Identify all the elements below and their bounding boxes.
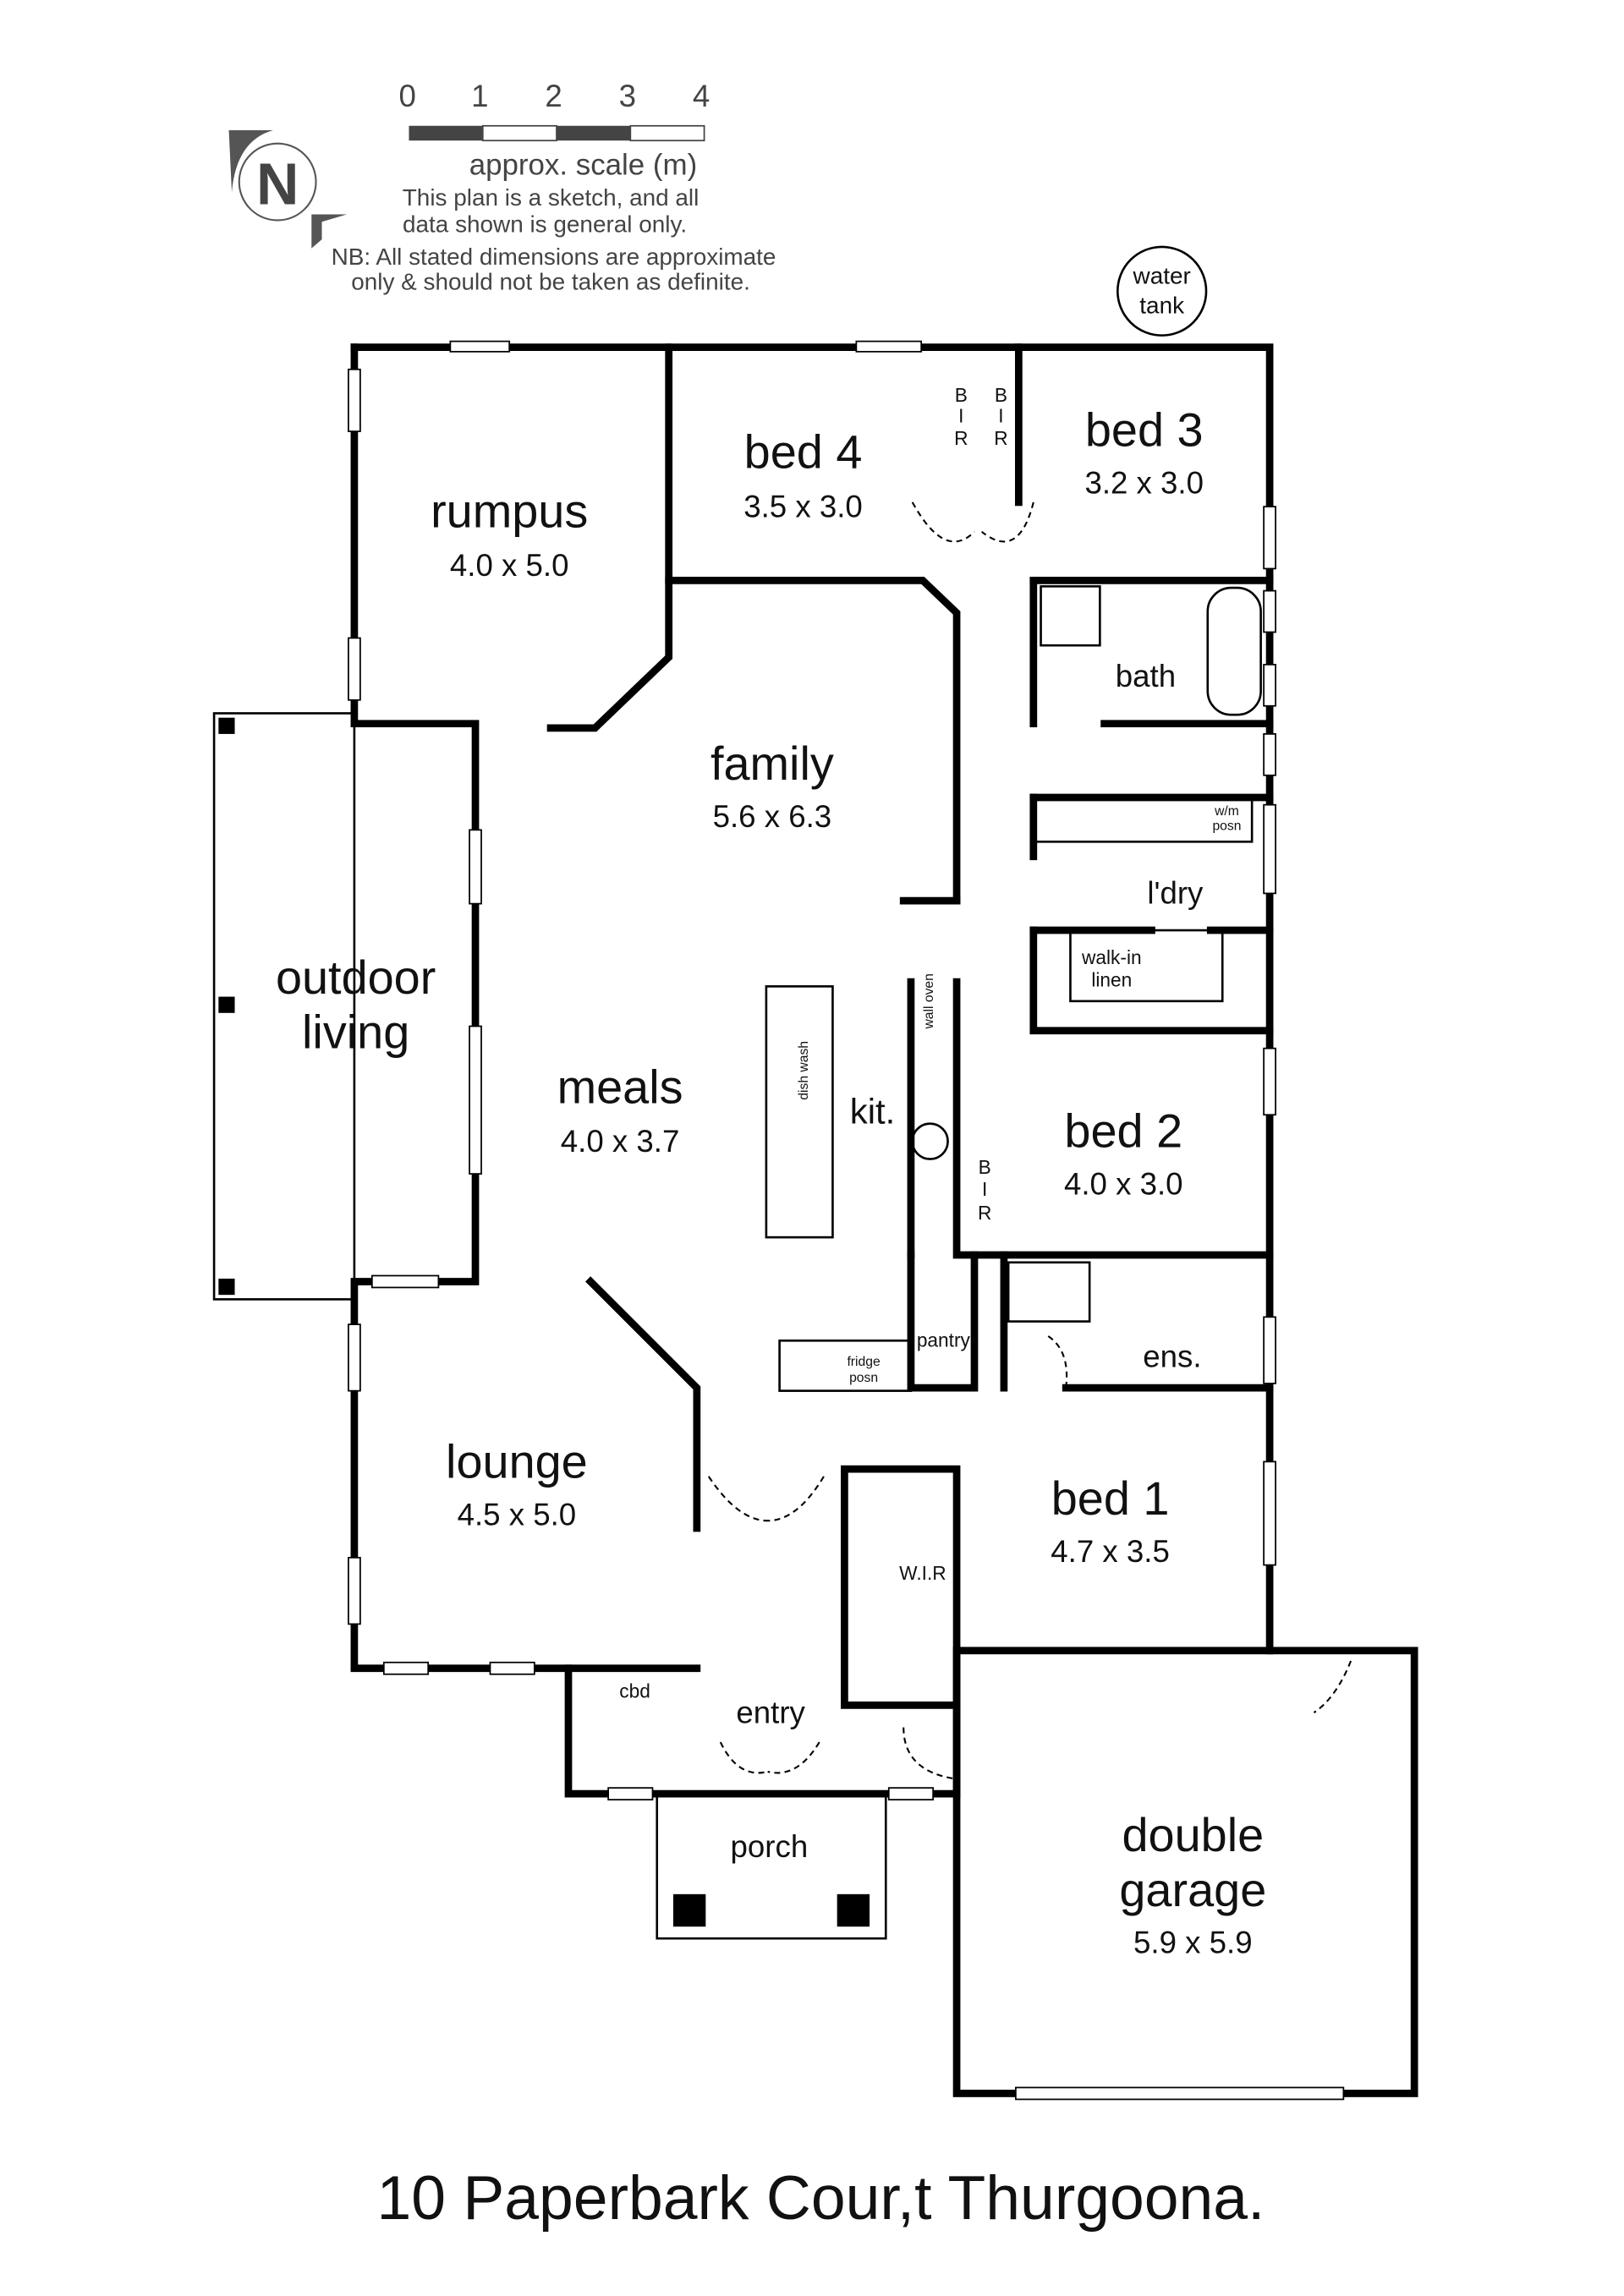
svg-text:B: B: [979, 1156, 991, 1178]
room-name-bed1: bed 1: [1051, 1471, 1170, 1525]
room-name-outdoor: outdoor: [276, 951, 436, 1004]
wm-label: w/m: [1214, 804, 1239, 819]
scale-tick: 0: [399, 79, 416, 113]
room-name-bath: bath: [1116, 659, 1176, 693]
compass-icon: N: [228, 130, 348, 249]
room-name-porch: porch: [731, 1829, 809, 1864]
cbd-label: cbd: [619, 1680, 650, 1702]
scale-label: approx. scale (m): [469, 148, 698, 181]
water-tank-label: water: [1133, 263, 1191, 289]
room-name-bed2: bed 2: [1064, 1104, 1182, 1158]
room-name-laundry: l'dry: [1147, 876, 1204, 911]
disclaimer: This plan is a sketch, and all: [403, 184, 700, 211]
property-address-title: 10 Paperbark Cour,t Thurgoona.: [377, 2163, 1265, 2233]
room-name-garage: garage: [1119, 1863, 1266, 1916]
room-dim-lounge: 4.5 x 5.0: [458, 1497, 577, 1532]
wir-label: W.I.R: [899, 1562, 946, 1584]
scale-tick: 2: [545, 79, 562, 113]
room-dim-bed2: 4.0 x 3.0: [1064, 1166, 1183, 1201]
room-name-ensuite: ens.: [1143, 1340, 1201, 1374]
room-name-kitchen: kit.: [850, 1092, 896, 1132]
disclaimer: data shown is general only.: [403, 211, 687, 237]
linen-label: linen: [1091, 968, 1132, 990]
dishwash-label: dish wash: [797, 1041, 811, 1100]
wm-label: posn: [1212, 819, 1241, 833]
bir-labels: BIR BIR BIR: [954, 384, 1008, 1224]
room-dim-family: 5.6 x 6.3: [713, 799, 832, 834]
room-name-bed3: bed 3: [1085, 403, 1204, 457]
svg-text:R: R: [978, 1202, 991, 1224]
fridge-label: posn: [849, 1371, 878, 1385]
svg-text:I: I: [958, 405, 963, 427]
room-name-lounge: lounge: [446, 1435, 588, 1488]
svg-text:I: I: [998, 405, 1003, 427]
room-name-bed4: bed 4: [744, 425, 863, 479]
room-name-entry: entry: [736, 1695, 805, 1729]
room-dim-bed3: 3.2 x 3.0: [1084, 465, 1204, 500]
wall-oven-label: wall oven: [922, 973, 936, 1029]
room-name-garage: double: [1122, 1808, 1264, 1861]
svg-text:B: B: [955, 384, 968, 406]
room-name-rumpus: rumpus: [431, 485, 588, 538]
scale-bar: 0 1 2 3 4 approx. scale (m): [399, 79, 710, 181]
room-name-meals: meals: [557, 1060, 683, 1113]
disclaimer: NB: All stated dimensions are approximat…: [332, 244, 776, 270]
room-dim-bed1: 4.7 x 3.5: [1051, 1534, 1170, 1569]
fridge-label: fridge: [847, 1355, 881, 1369]
room-dim-meals: 4.0 x 3.7: [561, 1124, 680, 1159]
room-dim-bed4: 3.5 x 3.0: [743, 489, 863, 523]
linen-label: walk-in: [1081, 946, 1142, 968]
room-name-family: family: [710, 737, 834, 790]
pantry-label: pantry: [917, 1329, 971, 1351]
room-dim-rumpus: 4.0 x 5.0: [450, 548, 569, 583]
water-tank-label: tank: [1139, 292, 1184, 318]
svg-text:I: I: [982, 1178, 987, 1200]
svg-text:R: R: [954, 427, 968, 449]
scale-tick: 1: [471, 79, 488, 113]
room-dim-garage: 5.9 x 5.9: [1133, 1926, 1253, 1960]
svg-text:R: R: [994, 427, 1007, 449]
room-name-outdoor: living: [302, 1006, 409, 1059]
scale-tick: 3: [619, 79, 636, 113]
svg-text:B: B: [995, 384, 1007, 406]
svg-text:N: N: [256, 151, 299, 216]
scale-tick: 4: [693, 79, 710, 113]
disclaimer: only & should not be taken as definite.: [351, 269, 750, 295]
